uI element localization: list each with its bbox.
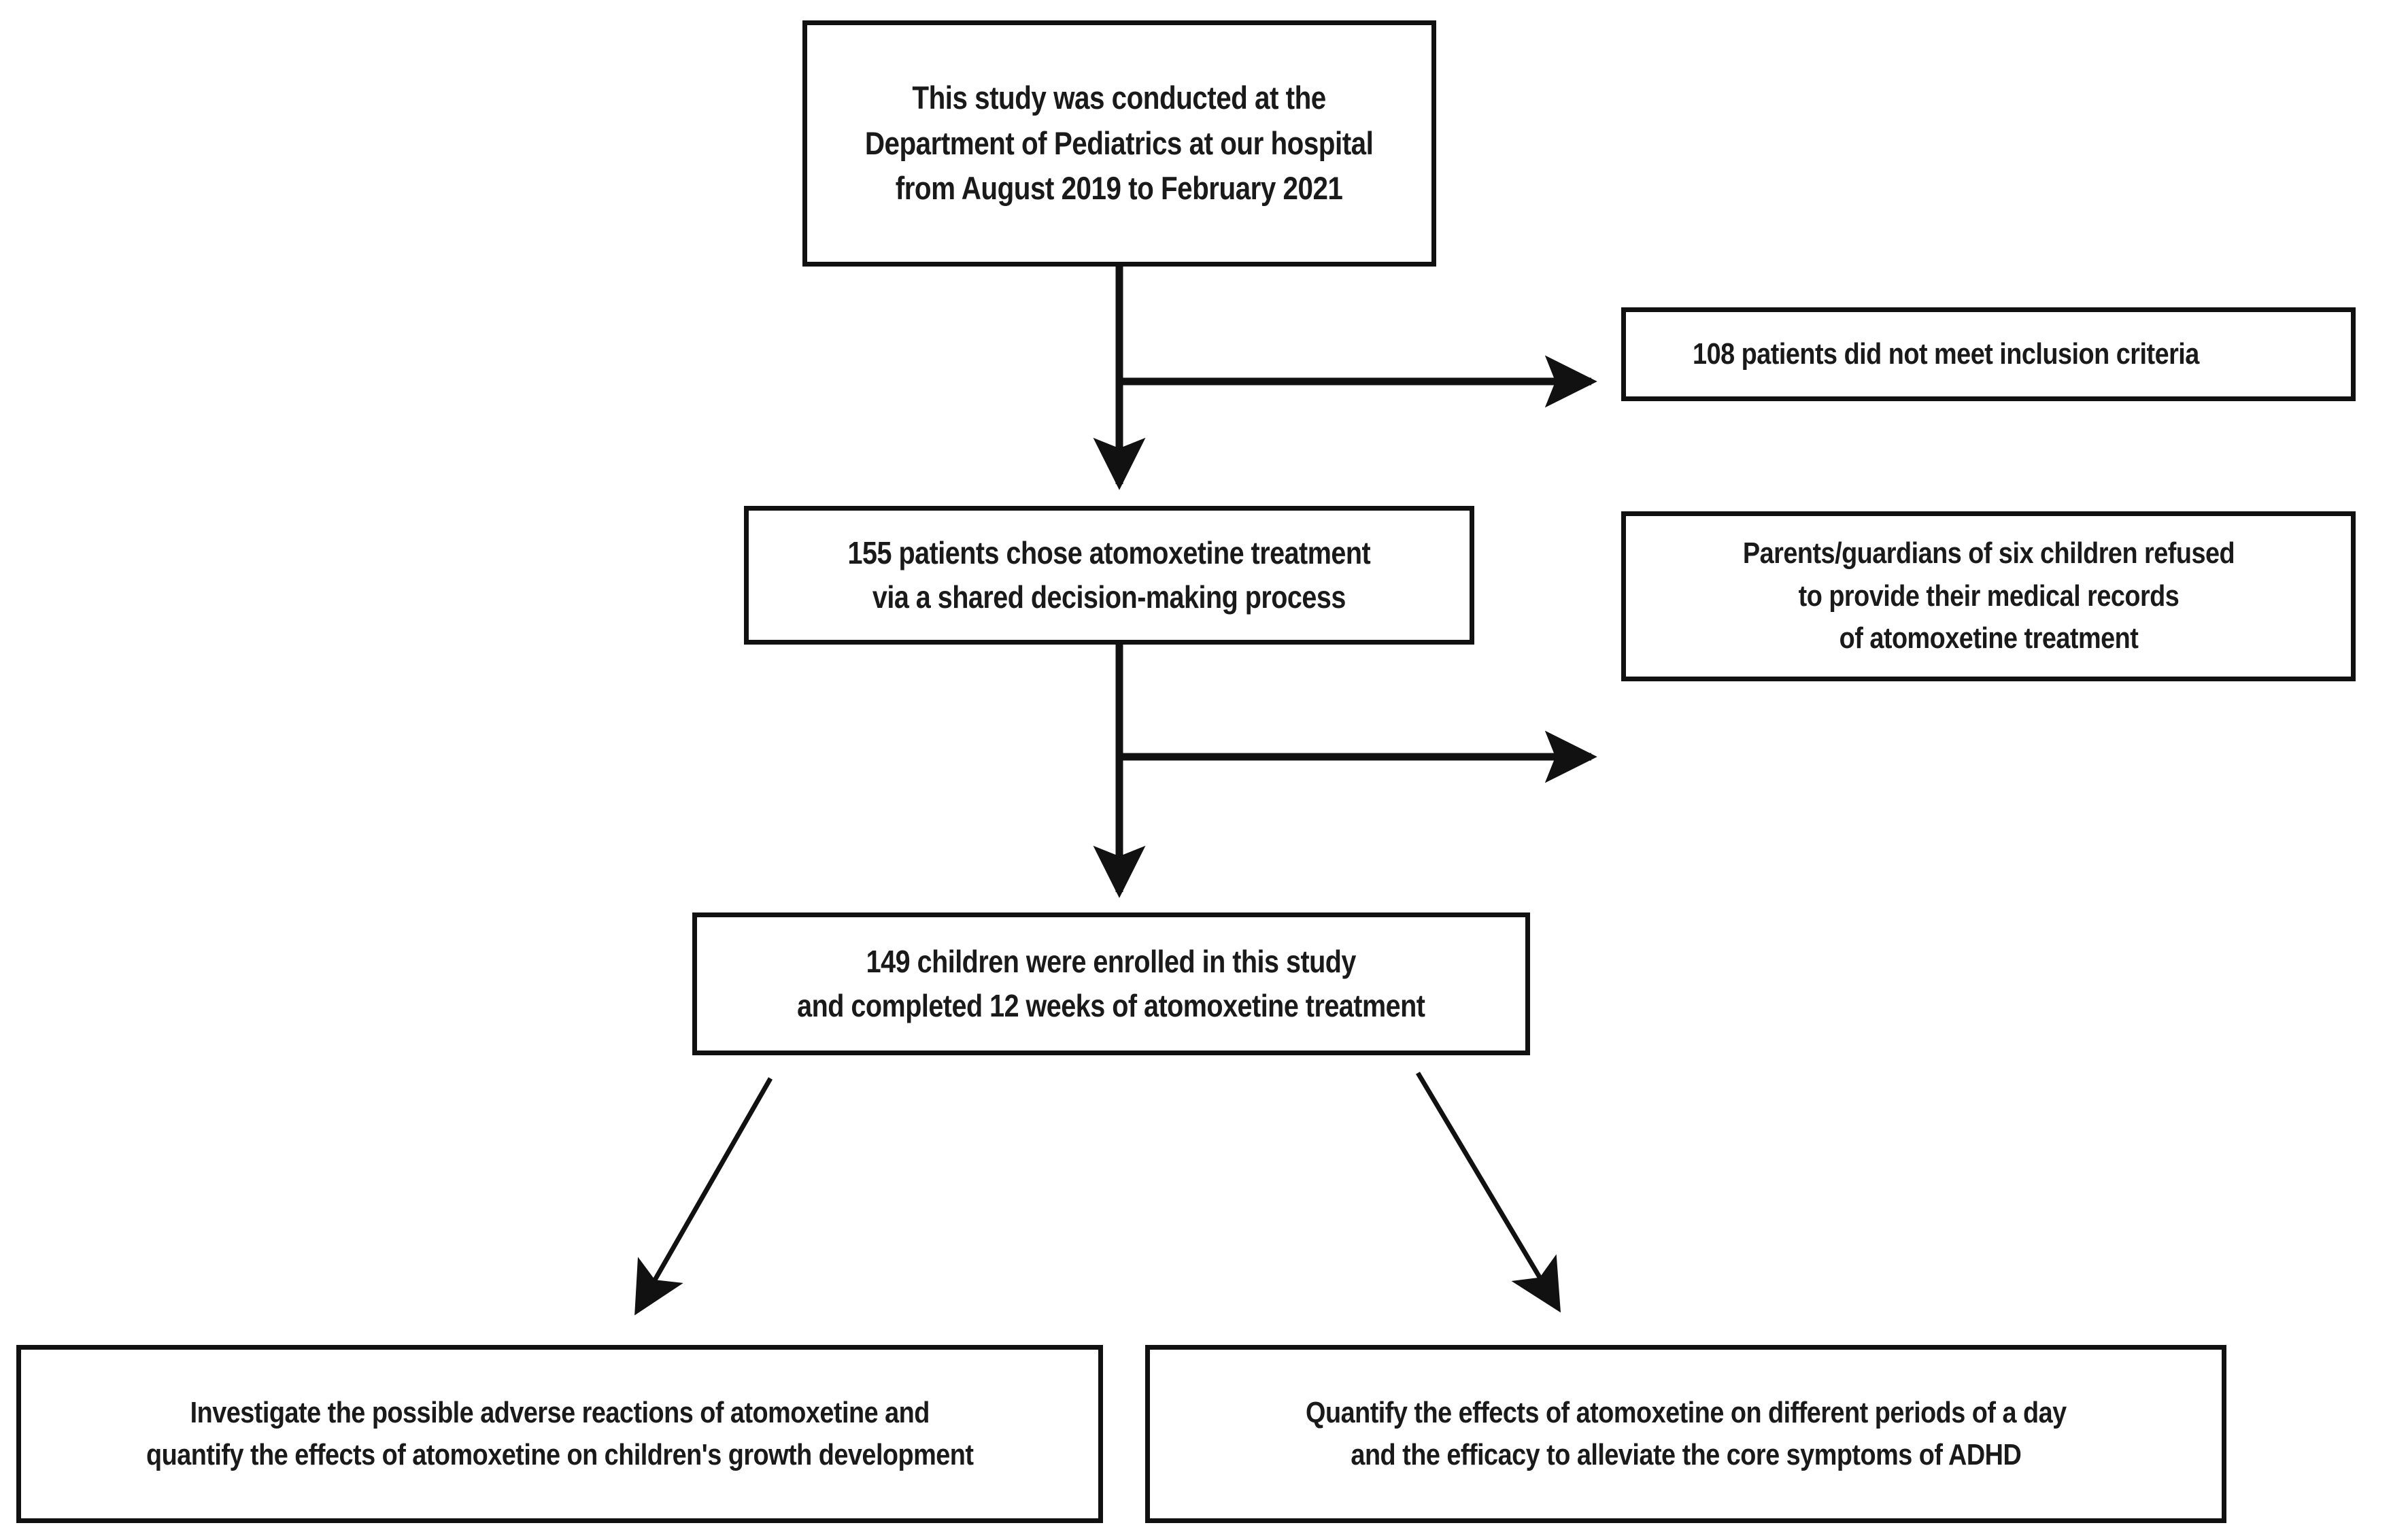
node-aim-efficacy-text: Quantify the effects of atomoxetine on d… bbox=[1305, 1395, 2067, 1471]
node-refused-records: Parents/guardians of six children refuse… bbox=[1621, 511, 2356, 681]
node-chose-treatment: 155 patients chose atomoxetine treatment… bbox=[744, 506, 1474, 645]
node-refused-records-text: Parents/guardians of six children refuse… bbox=[1742, 536, 2235, 655]
node-chose-treatment-text: 155 patients chose atomoxetine treatment… bbox=[847, 534, 1371, 615]
node-aim-adverse-text: Investigate the possible adverse reactio… bbox=[146, 1395, 974, 1471]
node-enrolled-text: 149 children were enrolled in this study… bbox=[797, 943, 1425, 1023]
node-aim-efficacy: Quantify the effects of atomoxetine on d… bbox=[1145, 1345, 2226, 1523]
edge-enrolled-to-aim-efficacy bbox=[1415, 1072, 1561, 1313]
node-study-setting-text: This study was conducted at the Departme… bbox=[865, 79, 1374, 207]
node-excluded-criteria-text: 108 patients did not meet inclusion crit… bbox=[1693, 337, 2199, 371]
edge-enrolled-to-aim-adverse bbox=[634, 1077, 773, 1316]
node-study-setting: This study was conducted at the Departme… bbox=[802, 20, 1436, 267]
node-excluded-criteria: 108 patients did not meet inclusion crit… bbox=[1621, 307, 2356, 401]
node-enrolled: 149 children were enrolled in this study… bbox=[692, 912, 1530, 1055]
node-aim-adverse: Investigate the possible adverse reactio… bbox=[16, 1345, 1103, 1523]
